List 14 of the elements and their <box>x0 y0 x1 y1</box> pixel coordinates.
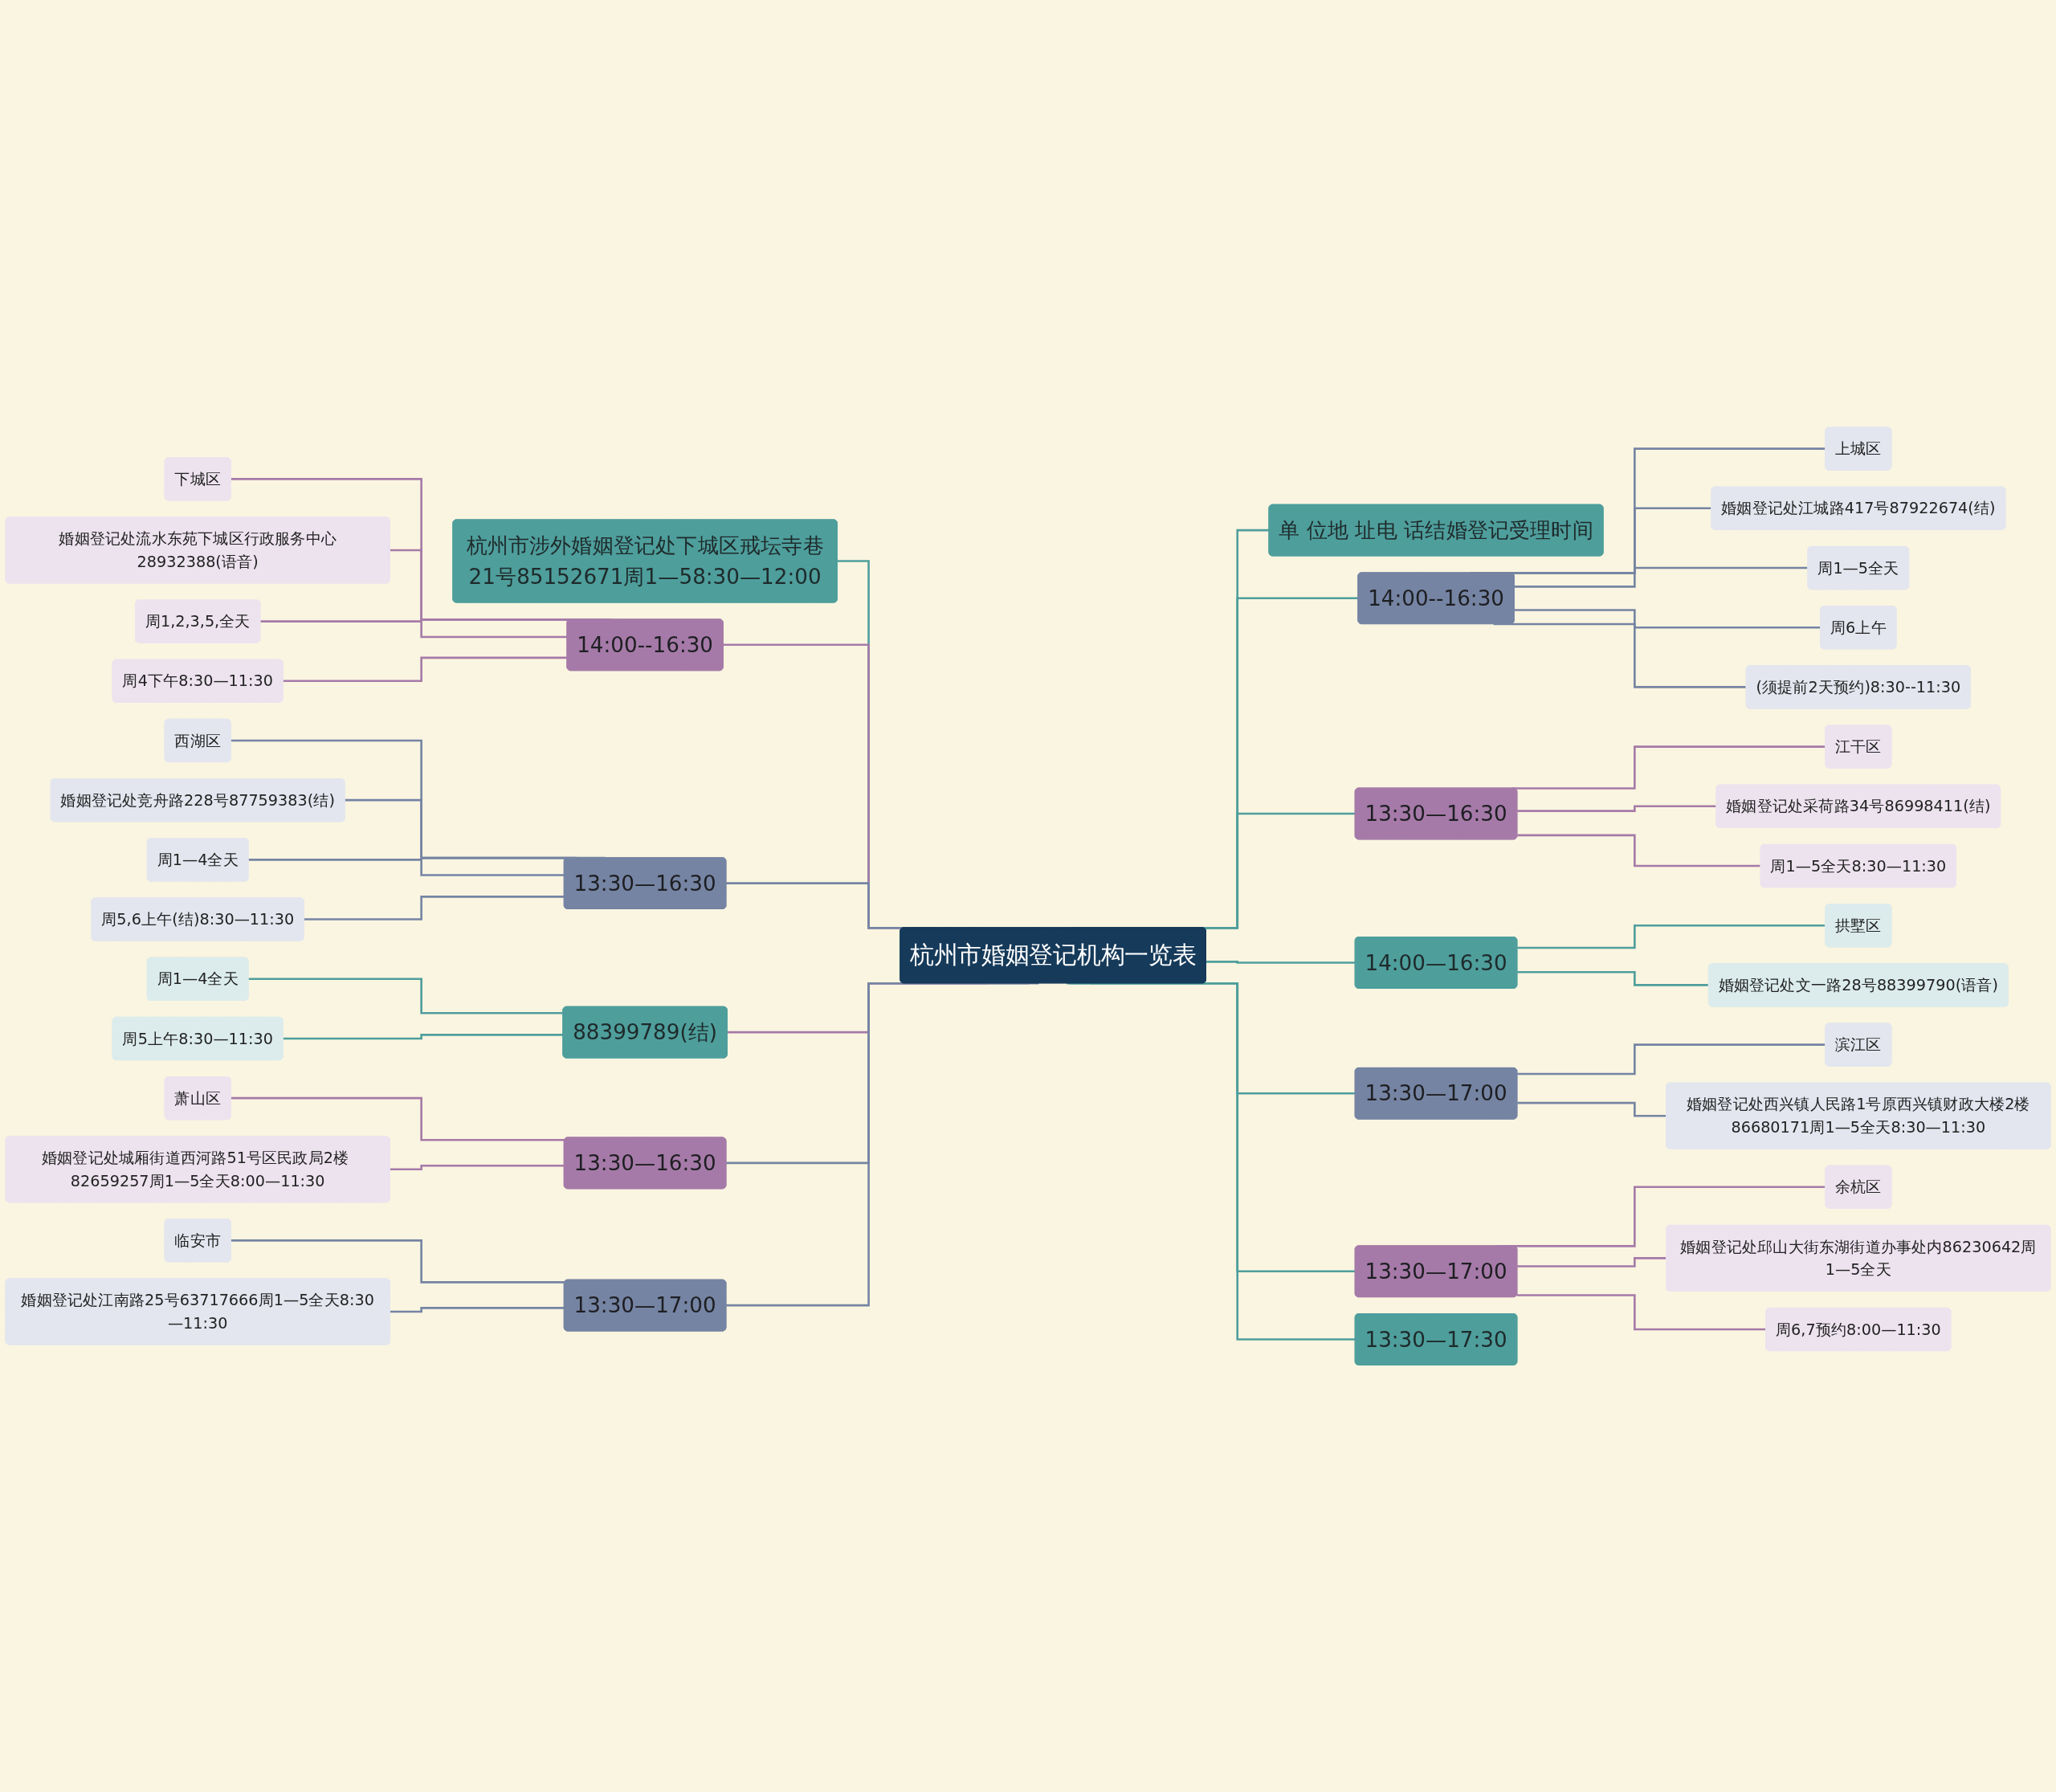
connector <box>303 895 565 921</box>
connector <box>389 1164 565 1171</box>
connector <box>230 1096 565 1141</box>
connector <box>259 620 568 639</box>
connector <box>389 1306 565 1313</box>
connector <box>247 978 564 1014</box>
connector <box>230 1239 565 1284</box>
connector <box>282 1033 564 1040</box>
connector <box>247 858 565 876</box>
connector <box>1493 623 1748 688</box>
connector <box>282 656 568 683</box>
connector <box>1205 960 1356 965</box>
connector <box>1067 982 1356 1341</box>
connector <box>1517 834 1762 867</box>
